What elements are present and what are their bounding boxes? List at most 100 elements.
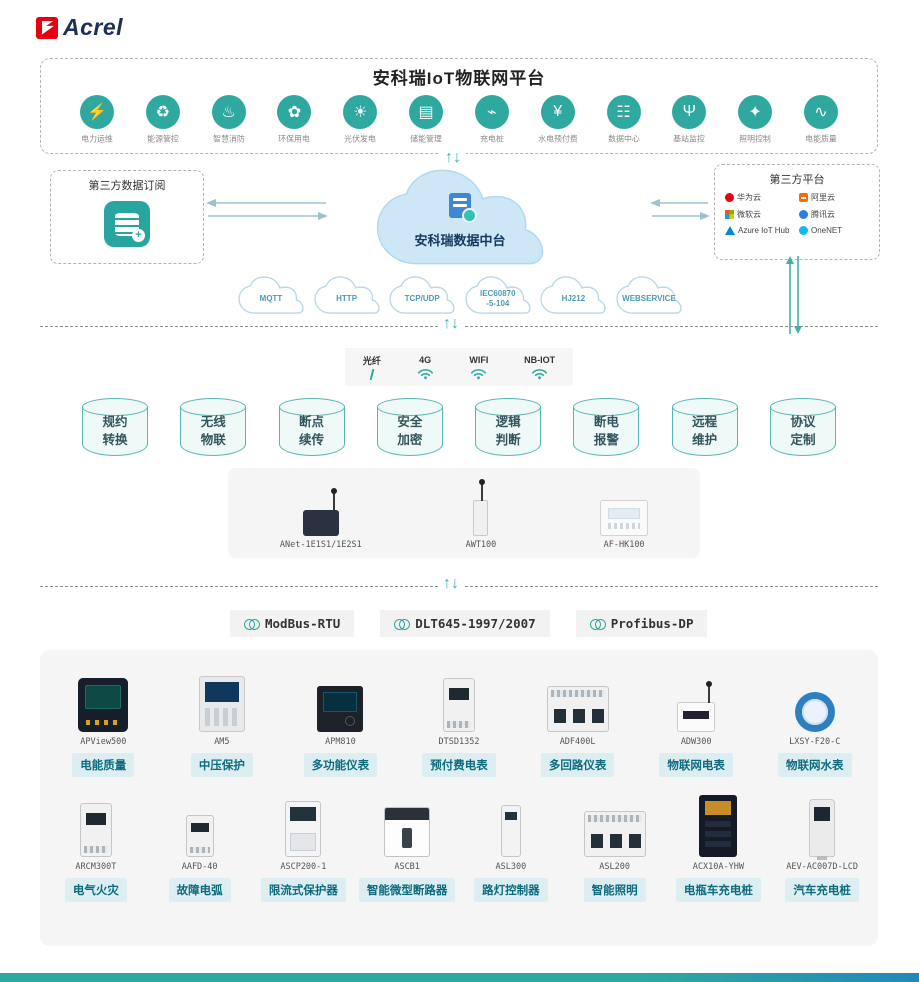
device-image: [677, 666, 716, 732]
protocol-name: ModBus-RTU: [265, 616, 341, 631]
gateway-image: [302, 480, 339, 536]
vendor-huawei-cloud: 华为云: [725, 192, 795, 203]
protocol-dlt645: DLT645-1997/2007: [380, 610, 550, 637]
device-model: ADF400L: [559, 737, 596, 747]
vendor-name: 腾讯云: [811, 210, 835, 219]
vendor-name: 微软云: [737, 210, 761, 219]
app-energy-storage: ▤ 储能管理: [396, 95, 456, 145]
device-category-chip: 限流式保护器: [260, 878, 346, 902]
feature-resume-transfer: 断点 续传: [278, 398, 345, 456]
protocol-cloud-iec60870: IEC60870 -5-104: [465, 276, 531, 314]
vendor-alibaba-cloud: 阿里云: [799, 192, 869, 203]
protocol-cloud-mqtt: MQTT: [238, 276, 304, 314]
device-category-chip: 电气火灾: [64, 878, 127, 902]
conn-nb-iot: NB-IOT: [524, 355, 555, 380]
device-image: [809, 791, 836, 860]
device-image: [317, 666, 364, 732]
device-am5: AM5 中压保护: [163, 666, 282, 777]
app-green-electricity: ✿ 环保用电: [264, 95, 324, 145]
app-label: 电能质量: [805, 134, 837, 144]
feature-outage-alarm: 断电 报警: [573, 398, 640, 456]
feature-label: 协议 定制: [790, 415, 816, 448]
device-model: ARCM300T: [75, 862, 117, 872]
app-label: 电力运维: [81, 134, 113, 144]
icon-glyph: Ψ: [682, 103, 696, 120]
device-model: ASCP200-1: [280, 862, 327, 872]
icon-glyph: ♨: [221, 104, 236, 121]
device-model: ASL300: [495, 862, 527, 872]
device-category-chip: 中压保护: [190, 753, 253, 777]
device-category-chip: 预付费电表: [422, 753, 496, 777]
protocol-label: MQTT: [259, 293, 283, 303]
device-model: APView500: [80, 737, 127, 747]
vendor-name: Azure IoT Hub: [738, 226, 790, 235]
protocol-name: DLT645-1997/2007: [415, 616, 536, 631]
device-category-chip: 多功能仪表: [303, 753, 378, 777]
gateway-awt100: AWT100: [466, 479, 496, 550]
gateway-model: ANet-1E1S1/1E2S1: [279, 540, 362, 550]
device-image: [546, 666, 609, 732]
device-model: AAFD-40: [181, 862, 218, 872]
device-acx10a-yhw: ACX10A-YHW 电瓶车充电桩: [667, 791, 771, 902]
protocol-cloud-webservice: WEBSERVICE: [616, 276, 682, 314]
asl200-image: [583, 811, 646, 857]
iot-platform-panel: 安科瑞IoT物联网平台 ⚡ 电力运维 ♻ 能源管控 ♨ 智慧消防 ✿ 环保用电 …: [40, 58, 878, 154]
app-label: 数据中心: [607, 134, 640, 144]
device-ascp200-1: ASCP200-1 限流式保护器: [252, 791, 356, 902]
vendor-name: OneNET: [811, 226, 843, 235]
smart-fire-icon: ♨: [211, 95, 246, 129]
device-image: [185, 791, 214, 857]
ascp200-image: [285, 801, 322, 857]
icon-glyph: ⚡: [87, 104, 107, 121]
connectivity-bar: 光纤 4G WIFI NB-IOT: [345, 348, 573, 386]
protocol-cloud-tcp-udp: TCP/UDP: [389, 276, 455, 314]
device-model: AM5: [214, 737, 230, 747]
third-party-platform-panel: 第三方平台 华为云 阿里云 微软云 腾讯云 Azure IoT Hub: [714, 164, 880, 260]
icon-glyph: ⌁: [487, 104, 497, 121]
device-image: [384, 791, 431, 857]
feature-remote-maintenance: 远程 维护: [671, 398, 738, 456]
conn-label: 光纤: [362, 356, 381, 366]
device-category-chip: 电瓶车充电桩: [675, 878, 761, 902]
protocol-label: HJ212: [561, 293, 586, 303]
conn-label: WIFI: [469, 354, 489, 365]
vendor-name: 华为云: [737, 193, 761, 202]
app-charging-pile: ⌁ 充电桩: [462, 95, 522, 145]
cloud-vendors: 华为云 阿里云 微软云 腾讯云 Azure IoT Hub OneNET: [715, 187, 879, 235]
device-image: [794, 666, 835, 732]
feature-protocol-conversion: 规约 转换: [82, 398, 148, 456]
energy-storage-icon: ▤: [409, 95, 444, 129]
device-category-chip: 汽车充电桩: [785, 878, 859, 902]
platform-title: 安科瑞IoT物联网平台: [372, 69, 546, 88]
feature-security-encryption: 安全 加密: [376, 398, 443, 456]
device-adf400l: ADF400L 多回路仪表: [518, 666, 637, 777]
gateway-anet: ANet-1E1S1/1E2S1: [280, 480, 362, 550]
app-label: 储能管理: [410, 134, 442, 144]
cylinder-shape: [573, 407, 640, 456]
right-box-title: 第三方平台: [769, 174, 825, 186]
link-icon: [394, 619, 411, 630]
device-row-2: ARCM300T 电气火灾 AAFD-40 故障电弧 ASCP200-1 限流式…: [44, 791, 874, 902]
device-image: [285, 791, 322, 857]
base-station-icon: Ψ: [672, 95, 707, 129]
feature-logic-judgement: 逻辑 判断: [475, 398, 542, 456]
app-energy-management: ♻ 能源管控: [133, 95, 193, 145]
lighting-control-icon: ✦: [738, 95, 773, 129]
device-ascb1: ASCB1 智能微型断路器: [355, 791, 459, 902]
wifi-icon: [417, 368, 433, 379]
icon-glyph: ▤: [418, 104, 434, 121]
feature-label: 无线 物联: [200, 415, 226, 448]
app-label: 环保用电: [278, 134, 311, 144]
icon-glyph: ☀: [353, 104, 368, 121]
device-image: [699, 791, 738, 857]
cylinder-top: [671, 398, 738, 416]
device-model: DTSD1352: [438, 737, 480, 747]
up-down-arrow-icon: ↑↓: [438, 576, 464, 592]
vendor-name: 阿里云: [811, 193, 835, 202]
protocol-cloud-http: HTTP: [314, 276, 380, 314]
gateway-image: [600, 480, 649, 536]
charging-pile-icon: ⌁: [474, 95, 509, 129]
data-platform-cloud: 安科瑞数据中台: [375, 168, 545, 268]
feature-label: 逻辑 判断: [495, 415, 521, 448]
